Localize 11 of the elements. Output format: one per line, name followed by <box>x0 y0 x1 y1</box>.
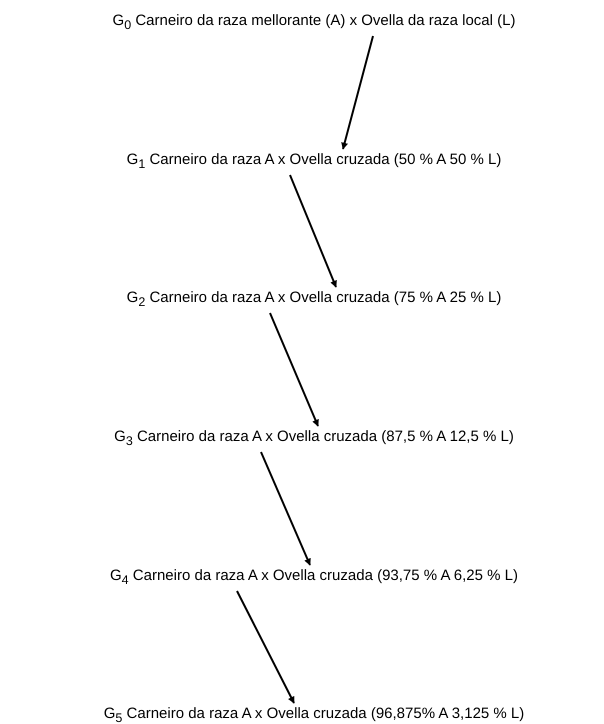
arrow <box>260 452 311 566</box>
arrow <box>269 312 319 427</box>
arrow <box>236 590 295 704</box>
generation-label: G$_{0}$ Carneiro da raza mellorante (A) x Ovella da raza local (L) <box>112 12 516 34</box>
generation-label: G$_{5}$ Carneiro da raza A x Ovella cruzada (96,875% A 3,125 % L) <box>104 705 524 724</box>
generation-label: G$_{4}$ Carneiro da raza A x Ovella cruzada (93,75 % A 6,25 % L) <box>110 567 518 589</box>
arrow <box>289 174 337 288</box>
generation-label: G$_{2}$ Carneiro da raza A x Ovella cruzada (75 % A 25 % L) <box>126 289 502 311</box>
generation-label: G$_{3}$ Carneiro da raza A x Ovella cruzada (87,5 % A 12,5 % L) <box>114 428 514 450</box>
arrow <box>341 36 374 150</box>
generation-label: G$_{1}$ Carneiro da raza A x Ovella cruzada (50 % A 50 % L) <box>126 151 502 173</box>
